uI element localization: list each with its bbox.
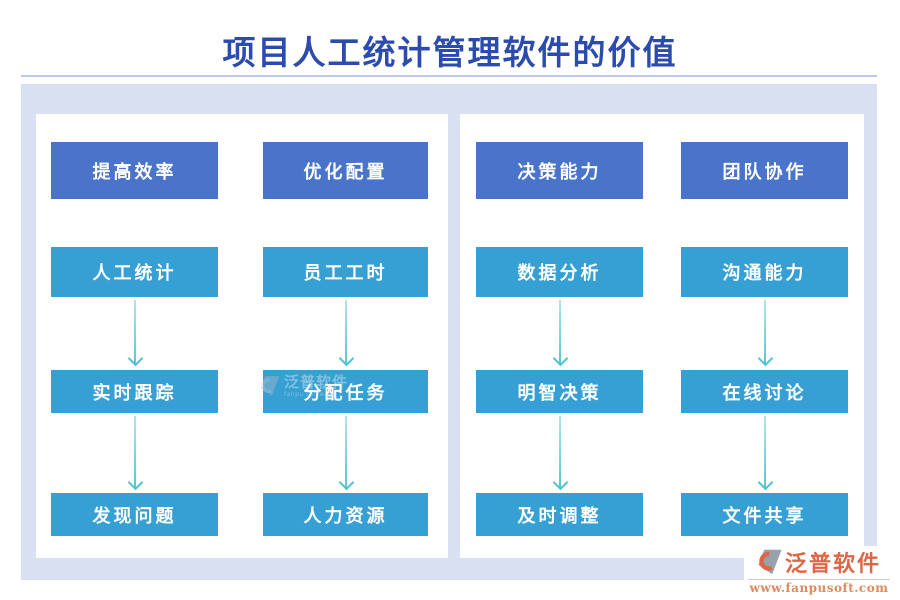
column-header-box: 团队协作 [681,142,848,199]
flow-step-box: 文件共享 [681,493,848,536]
title-divider [21,75,877,77]
arrow-down-icon [134,300,136,364]
column-header-box: 决策能力 [476,142,643,199]
column-header-box: 提高效率 [51,142,218,199]
flow-step-box: 及时调整 [476,493,643,536]
brand-url: www.fanpusoft.com [749,581,889,595]
logo-mark-icon [758,549,782,575]
flow-step-box: 明智决策 [476,370,643,413]
flow-step-box: 发现问题 [51,493,218,536]
arrow-down-icon [559,416,561,488]
flow-step-box: 在线讨论 [681,370,848,413]
arrow-down-icon [345,416,347,488]
column-header-box: 优化配置 [263,142,428,199]
flow-step-box: 人工统计 [51,247,218,297]
arrow-down-icon [764,416,766,488]
brand-name: 泛普软件 [784,552,881,577]
flow-step-box: 分配任务 [263,370,428,413]
logo-divider [748,579,890,580]
arrow-down-icon [345,300,347,364]
fanpu-logo: 泛普软件 www.fanpusoft.com [744,546,894,598]
flow-step-box: 人力资源 [263,493,428,536]
flow-step-box: 员工工时 [263,247,428,297]
flow-step-box: 沟通能力 [681,247,848,297]
arrow-down-icon [134,416,136,488]
arrow-down-icon [764,300,766,364]
flow-step-box: 实时跟踪 [51,370,218,413]
page-title: 项目人工统计管理软件的价值 [222,33,678,72]
flow-step-box: 数据分析 [476,247,643,297]
arrow-down-icon [559,300,561,364]
